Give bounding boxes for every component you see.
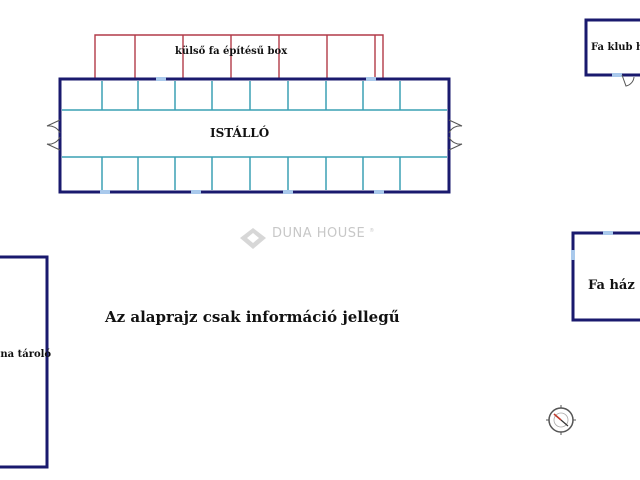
disclaimer-note: Az alaprajz csak információ jellegű bbox=[105, 308, 400, 326]
club-house-label: Fa klub h bbox=[591, 42, 640, 53]
stable-door-right bbox=[448, 119, 463, 151]
compass-icon bbox=[546, 405, 576, 435]
stable-label: ISTÁLLÓ bbox=[210, 126, 270, 140]
external-box-outline bbox=[94, 34, 384, 78]
watermark: DUNA HOUSE ® bbox=[240, 226, 374, 241]
duna-house-logo-icon bbox=[240, 228, 266, 249]
hay-storage-outline bbox=[0, 255, 49, 469]
stable-door-left bbox=[46, 119, 61, 151]
external-box-label: külső fa építésű box bbox=[175, 46, 288, 57]
hay-storage-label: ena tároló bbox=[0, 349, 52, 360]
registered-mark: ® bbox=[369, 228, 375, 234]
stable-windows bbox=[100, 77, 384, 194]
stable-stall-partitions bbox=[62, 81, 447, 190]
stable-outline bbox=[58, 77, 451, 194]
club-house-outline bbox=[584, 18, 640, 87]
watermark-text: DUNA HOUSE bbox=[272, 226, 366, 241]
wood-house-label: Fa ház bbox=[588, 278, 635, 293]
wood-house-outline bbox=[571, 231, 640, 322]
